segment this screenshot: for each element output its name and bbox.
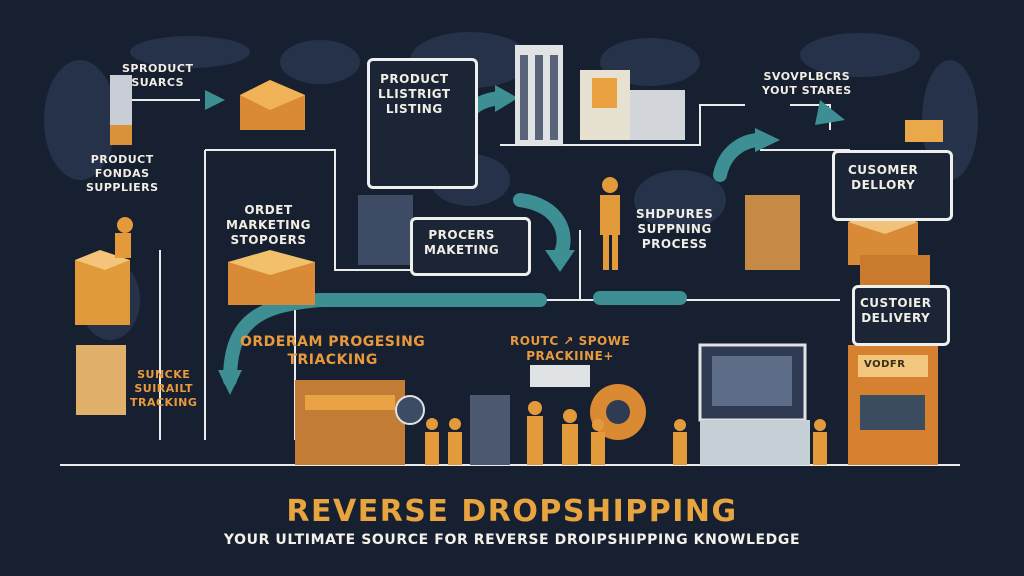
label-process-marketing: PROCERS MAKETING: [424, 228, 500, 257]
page-subtitle: YOUR ULTIMATE SOURCE FOR REVERSE DROIPSH…: [223, 532, 801, 548]
label-suppliers-your-stores: SVOVPLBCRS YOUT STARES: [762, 70, 852, 97]
worker-figures: [115, 177, 827, 465]
label-customer-delivery-top: CUSOMER DELLORY: [848, 163, 919, 192]
label-order-marketing: ORDET MARKETING STOPOERS: [226, 203, 312, 247]
label-customer-delivery-bottom: CUSTOIER DELIVERY: [860, 296, 932, 325]
label-sproduct-sources: SPRODUCT SUARCS: [122, 62, 194, 89]
customer-delivery-top-box: [832, 150, 953, 221]
label-suncke-tracking: SUNCKE SUIRAILT TRACKING: [130, 368, 198, 409]
teal-arrowheads: [205, 85, 845, 395]
label-product-listing: PRODUCT LLISTRIGT LISTING: [378, 72, 451, 116]
customer-delivery-bottom-box: [852, 285, 950, 346]
label-product-suppliers: PRODUCT FONDAS SUPPLIERS: [86, 153, 159, 194]
product-listing-box: [367, 58, 478, 189]
label-shipping-process: SHDPURES SUPPNING PROCESS: [636, 207, 714, 251]
process-marketing-box: [410, 217, 531, 276]
label-route-spoine: ROUTC ↗ SPOWE PRACKIINE+: [510, 334, 631, 363]
package-illustrations: [75, 80, 943, 325]
page-title: REVERSE DROPSHIPPING: [286, 494, 738, 529]
label-order-processing: ORDERAM PROGESING TRIACKING: [240, 334, 426, 368]
store-sign: VODFR: [864, 359, 906, 370]
